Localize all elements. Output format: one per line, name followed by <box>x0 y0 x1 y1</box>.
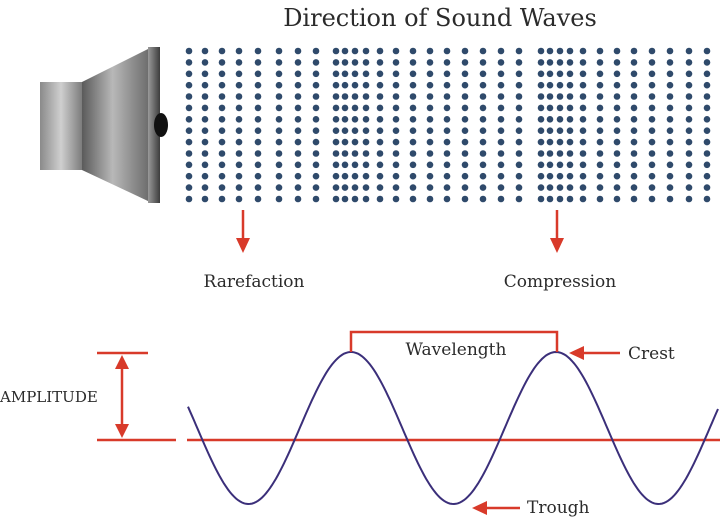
wavelength-bracket <box>349 330 559 352</box>
air-particles <box>185 47 711 203</box>
amplitude-label: AMPLITUDE <box>0 388 98 406</box>
crest-arrow <box>569 346 620 360</box>
rarefaction-arrow <box>236 210 250 253</box>
crest-label: Crest <box>628 344 675 364</box>
speaker-icon <box>40 47 168 203</box>
compression-label: Compression <box>504 272 617 292</box>
trough-arrow <box>472 501 520 515</box>
rarefaction-label: Rarefaction <box>204 272 305 292</box>
diagram-title: Direction of Sound Waves <box>283 4 597 32</box>
trough-label: Trough <box>527 498 590 518</box>
compression-arrow <box>550 210 564 253</box>
amplitude-indicator <box>97 351 176 442</box>
sine-wave <box>187 350 719 506</box>
wavelength-label: Wavelength <box>406 340 507 360</box>
